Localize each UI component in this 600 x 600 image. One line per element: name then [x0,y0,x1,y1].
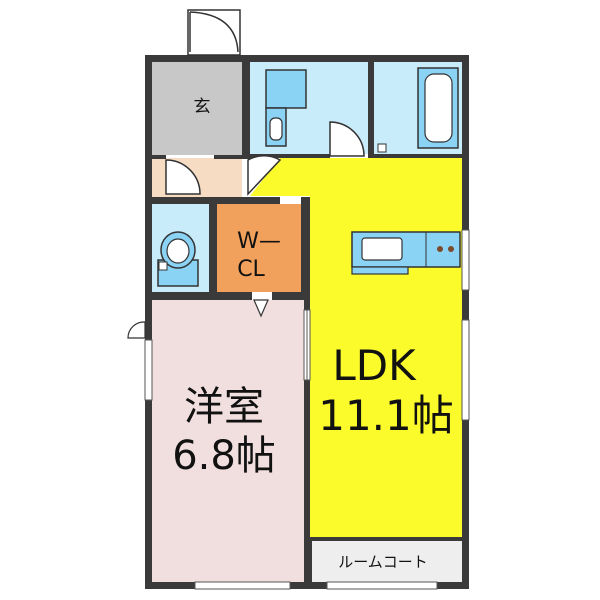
kitchen-counter-icon [351,231,461,275]
entrance-door [187,9,241,56]
floor-drain-icon [377,143,387,153]
genkan-floor [152,62,242,155]
windows [144,229,470,590]
western-room-floor [152,300,304,582]
ldk-name: LDK [332,341,417,390]
closet-door [253,299,269,318]
toilet-icon [157,231,199,287]
side-door [127,321,146,339]
ldk-door [247,154,282,196]
western-room-name: 洋室 [184,384,264,430]
room-court-label: ルームコート [338,553,428,571]
ldk-size: 11.1帖 [318,391,454,440]
bathtub-icon [417,67,459,149]
wcl-floor [217,204,301,292]
room-court-floor [312,541,462,582]
wcl-label-line1: W— [237,229,281,254]
genkan-label: 玄 [194,97,211,117]
toilet-door [165,159,201,195]
washroom-door [329,121,365,157]
wcl-label-line2: CL [237,257,265,282]
washbasin-icon [265,69,307,147]
western-room-size: 6.8帖 [172,433,276,479]
